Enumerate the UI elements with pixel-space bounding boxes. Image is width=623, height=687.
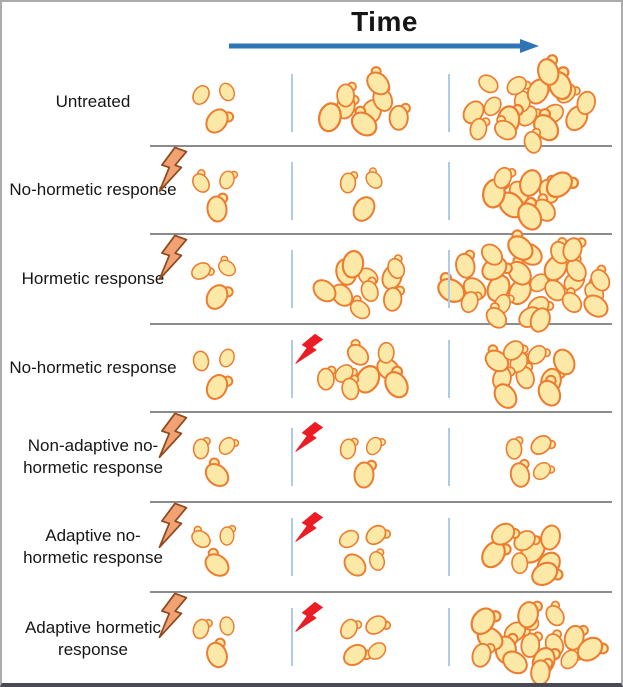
cell-cluster-t1 [339, 167, 383, 222]
row-separator [150, 591, 612, 593]
row-no-hormetic-mild: No-hormetic response [2, 143, 621, 234]
severe-stress-bolt-icon [290, 507, 327, 550]
cell-cluster-t0 [192, 436, 240, 487]
mild-stress-bolt-icon [150, 589, 192, 642]
cell-cluster-t1 [339, 436, 386, 489]
row-adaptive-no-hormetic: Adaptive no- hormetic response [2, 499, 621, 592]
time-divider [291, 250, 293, 308]
row-separator [150, 411, 612, 413]
row-label: Untreated [55, 92, 131, 112]
cell-cluster-t1 [339, 615, 392, 667]
mild-stress-bolt-icon [150, 499, 192, 552]
row-label: Adaptive no- hormetic response [23, 526, 163, 567]
cell-cluster-t0 [192, 616, 235, 669]
time-divider [448, 608, 450, 666]
row-label: No-hormetic response [9, 358, 177, 378]
time-arrow-icon [229, 39, 539, 53]
cell-cluster-t0 [192, 348, 235, 400]
row-adaptive-hormetic: Adaptive hormetic response [2, 589, 621, 683]
time-divider [291, 340, 293, 398]
mild-stress-bolt-icon [150, 143, 192, 196]
row-hormetic: Hormetic response [2, 229, 621, 333]
cell-cluster-t1 [316, 338, 409, 401]
cell-cluster-t2 [505, 435, 557, 488]
row-no-hormetic-severe: No-hormetic response [2, 324, 621, 412]
cell-cluster-t2 [481, 522, 564, 586]
severe-stress-bolt-icon [290, 417, 327, 460]
row-label: Adaptive hormetic response [24, 617, 162, 659]
time-divider [291, 428, 293, 486]
time-divider [291, 162, 293, 220]
cell-cluster-t0 [191, 255, 236, 310]
severe-stress-bolt-icon [290, 597, 327, 640]
time-divider [448, 162, 450, 220]
time-divider [448, 518, 450, 576]
row-label: Hormetic response [21, 269, 165, 289]
time-divider [448, 428, 450, 486]
time-axis-title: Time [351, 6, 418, 37]
mild-stress-bolt-icon [150, 231, 192, 284]
mild-stress-bolt-icon [150, 409, 192, 462]
time-divider [448, 74, 450, 132]
row-separator [150, 145, 612, 147]
cell-cluster-t0 [192, 82, 235, 134]
row-separator [150, 501, 612, 503]
cell-cluster-t2 [462, 54, 596, 154]
cell-cluster-t2 [482, 166, 580, 231]
row-label: No-hormetic response [9, 180, 177, 200]
cell-cluster-t2 [437, 229, 611, 333]
cell-cluster-t0 [191, 524, 237, 577]
row-untreated: Untreated [2, 54, 621, 154]
cell-cluster-t2 [484, 340, 576, 409]
time-divider [448, 340, 450, 398]
row-non-adaptive-no-hormetic: Non-adaptive no- hormetic response [2, 409, 621, 502]
row-separator [150, 323, 612, 325]
time-divider [291, 608, 293, 666]
cell-cluster-t2 [470, 600, 609, 683]
cell-cluster-t1 [312, 250, 406, 320]
time-divider [291, 74, 293, 132]
time-divider [291, 518, 293, 576]
cell-cluster-t1 [338, 524, 392, 577]
time-divider [448, 250, 450, 308]
cell-cluster-t0 [192, 169, 239, 223]
cell-cluster-t1 [317, 66, 411, 137]
severe-stress-bolt-icon [290, 329, 327, 372]
row-label: Non-adaptive no- hormetic response [23, 436, 163, 477]
row-separator [150, 233, 612, 235]
